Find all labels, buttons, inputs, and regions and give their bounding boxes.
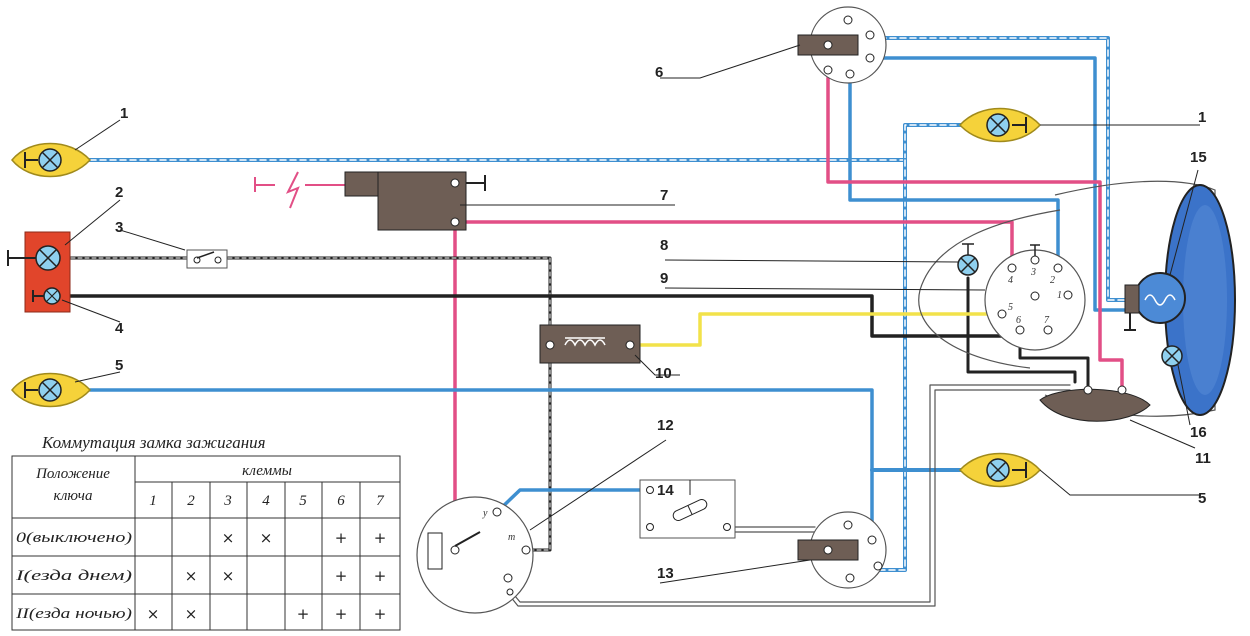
callout-8: 8	[660, 237, 668, 254]
terminal-header-6: 6	[337, 493, 345, 509]
terminal-header-7: 7	[376, 493, 385, 509]
horn-button-icon	[1039, 388, 1151, 422]
switch-terminal-5	[997, 309, 1007, 319]
callout-13: 13	[657, 565, 674, 582]
callout-15: 15	[1190, 149, 1207, 166]
wire-coil12-relay14	[495, 488, 647, 514]
switch-label-1: 1	[1057, 290, 1062, 301]
wire-relay10-switch	[628, 312, 1004, 347]
wire-switch6-headlight-a	[868, 36, 1132, 302]
table-cell: ×	[222, 567, 235, 585]
coil-terminal-t: т	[508, 532, 515, 543]
row-position: 0(выключено)	[16, 530, 132, 546]
callout-7: 7	[660, 187, 668, 204]
lamp-right-rear	[958, 452, 1042, 488]
table-cell: +	[335, 605, 348, 623]
terminal-header-1: 1	[149, 493, 157, 509]
wire-switch6-pink	[826, 76, 1124, 390]
commutation-table: Коммутация замка зажигания Положение клю…	[11, 433, 401, 631]
lamp-left-rear	[11, 372, 92, 408]
switch-terminal-4	[1007, 263, 1017, 273]
ignition-coil-7	[254, 171, 486, 231]
table-title: Коммутация замка зажигания	[41, 433, 266, 452]
table-cell: ×	[185, 605, 198, 623]
switch-center	[1030, 291, 1040, 301]
callout-leaders	[61, 44, 1200, 584]
header-terminals: клеммы	[242, 463, 292, 479]
callout-9: 9	[660, 270, 668, 287]
table-cell: +	[374, 605, 387, 623]
callout-5-right: 5	[1198, 490, 1206, 507]
lamp-right-front	[958, 107, 1042, 143]
callout-1-right: 1	[1198, 109, 1206, 126]
switch-label-4: 4	[1008, 275, 1013, 286]
switch-terminal-2	[1053, 263, 1063, 273]
callout-4: 4	[115, 320, 124, 337]
switch-terminal-6	[1015, 325, 1025, 335]
callout-1: 1	[120, 105, 128, 122]
callout-14: 14	[657, 482, 674, 499]
switch-label-5: 5	[1008, 302, 1013, 313]
wire-horn-switch	[53, 294, 1004, 338]
switch-terminal-1	[1063, 290, 1073, 300]
table-cell: +	[374, 529, 387, 547]
switch-13	[797, 511, 887, 589]
switch-label-2: 2	[1050, 275, 1055, 286]
headlight-bulb-socket	[1124, 284, 1140, 314]
coil-terminal-u: у	[482, 508, 488, 519]
callout-numbers: 1 2 3 4 5 6 7 8 9 10 12 14 13 1 15 16 11…	[115, 64, 1211, 582]
callout-10: 10	[655, 365, 672, 382]
callout-11: 11	[1195, 450, 1211, 467]
switch-terminal-3	[1030, 255, 1040, 265]
headlight	[918, 180, 1236, 422]
table-cell: +	[374, 567, 387, 585]
terminal-header-3: 3	[223, 493, 232, 509]
wire-coil7-switch	[453, 220, 1014, 270]
table-cell: ×	[185, 567, 198, 585]
table-cell: +	[335, 567, 348, 585]
callout-3: 3	[115, 219, 123, 236]
callout-5: 5	[115, 357, 123, 374]
ignition-switch: 4 3 2 1 5 6 7	[957, 243, 1086, 351]
table-cell: ×	[222, 529, 235, 547]
wire-rear-turn	[88, 388, 874, 542]
table-cell: +	[297, 605, 310, 623]
wire-switch6-headlight-b	[868, 56, 1132, 312]
row-position: I(езда днем)	[14, 568, 132, 584]
relay-10	[539, 324, 641, 364]
switch-terminal-7	[1043, 325, 1053, 335]
header-position-line2: ключа	[54, 488, 93, 504]
table-cell: +	[335, 529, 348, 547]
row-position: II(езда ночью)	[15, 606, 132, 622]
terminal-header-5: 5	[299, 493, 307, 509]
switch-label-3: 3	[1030, 267, 1036, 278]
brake-switch	[186, 249, 228, 269]
wire-right-front-turn	[903, 123, 972, 162]
relay-14	[639, 479, 736, 539]
callout-2: 2	[115, 184, 123, 201]
switch-label-7: 7	[1044, 315, 1050, 326]
tail-light-box	[7, 231, 71, 313]
switch-6	[797, 6, 887, 84]
headlight-bulb-icon	[1134, 272, 1186, 324]
header-position-line1: Положение	[35, 466, 110, 482]
terminal-header-2: 2	[187, 493, 195, 509]
lamp-left-front	[11, 142, 92, 178]
table-cell: ×	[260, 529, 273, 547]
spark-icon	[285, 171, 300, 209]
switch-label-6: 6	[1016, 315, 1021, 326]
callout-12: 12	[657, 417, 674, 434]
coil-12: у т	[416, 496, 534, 614]
callout-6: 6	[655, 64, 663, 81]
wires	[48, 36, 1132, 607]
callout-16: 16	[1190, 424, 1207, 441]
relay-coil-icon	[564, 339, 606, 347]
wire-switch6-down	[848, 76, 1060, 277]
terminal-header-4: 4	[262, 493, 270, 509]
wire-coil12-switch13	[509, 384, 1071, 603]
wire-indicator8-ground	[966, 276, 1077, 384]
table-cell: ×	[147, 605, 160, 623]
